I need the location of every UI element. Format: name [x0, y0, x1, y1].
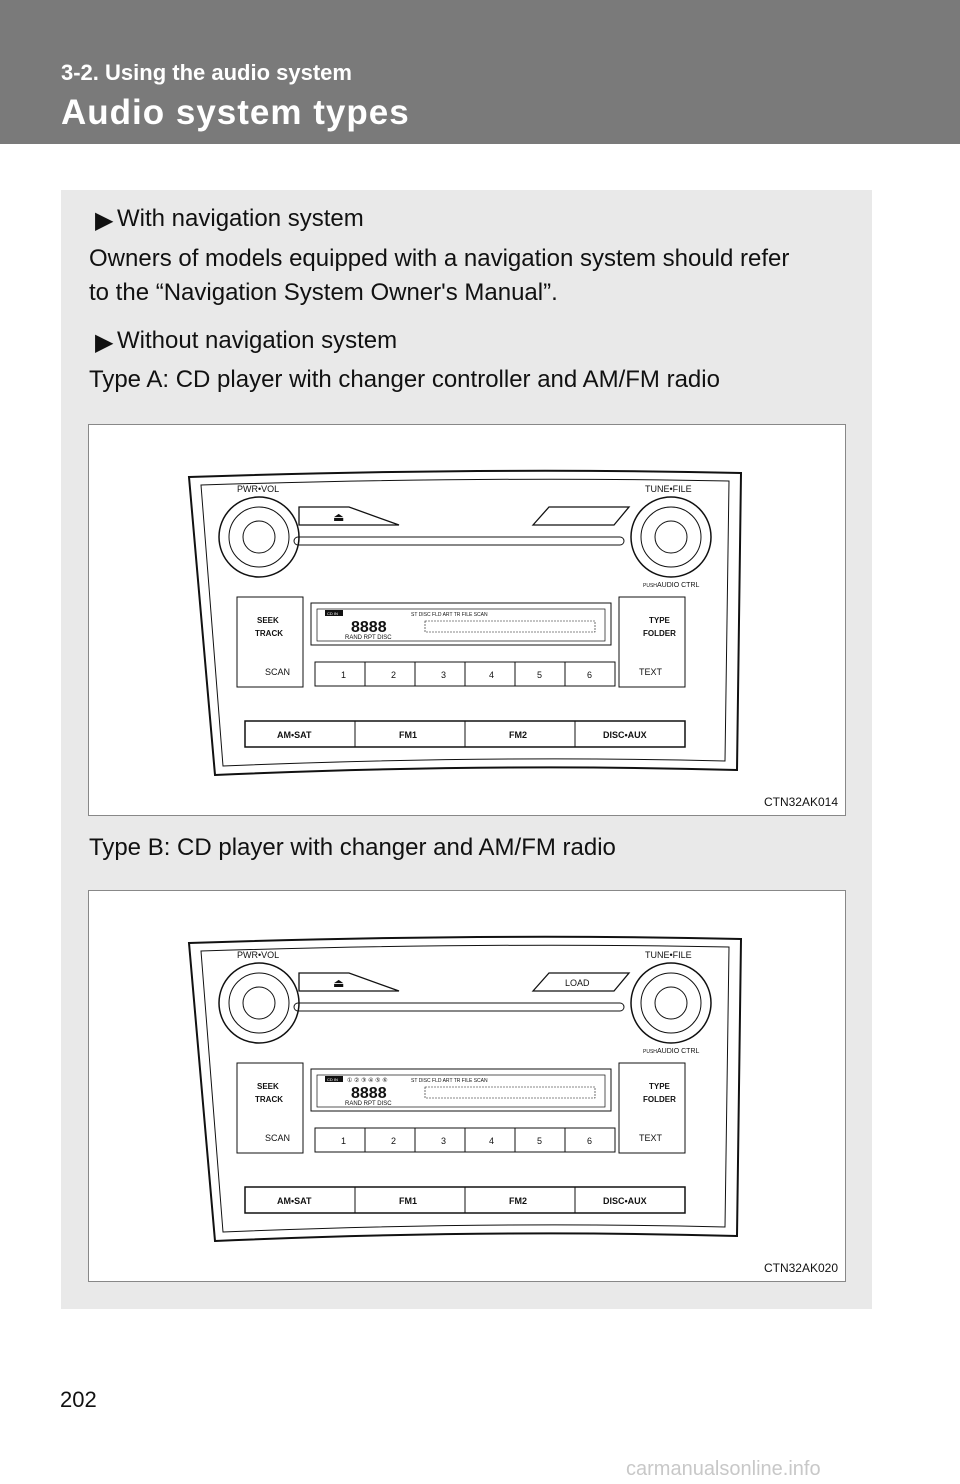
type-a-caption: Type A: CD player with changer controlle… — [89, 366, 720, 393]
seek-label: SEEK — [257, 1082, 279, 1091]
track-label: TRACK — [255, 629, 283, 638]
pwr-vol-label: PWR•VOL — [237, 950, 279, 960]
band-disc-aux: DISC•AUX — [603, 730, 647, 740]
audio-ctrl-label: AUDIO CTRL — [657, 1048, 700, 1055]
lcd-bottom-label: RAND RPT DISC — [345, 1101, 392, 1107]
band-fm1: FM1 — [399, 1196, 417, 1206]
audio-ctrl-label: AUDIO CTRL — [657, 582, 700, 589]
preset-1: 1 — [341, 1136, 346, 1146]
text-label: TEXT — [639, 1133, 663, 1143]
band-fm2: FM2 — [509, 1196, 527, 1206]
item1-text-line2: to the “Navigation System Owner's Manual… — [89, 279, 558, 306]
page-title: Audio system types — [61, 93, 410, 132]
item2-heading: Without navigation system — [117, 327, 398, 354]
scan-label: SCAN — [265, 667, 290, 677]
section-title: 3-2. Using the audio system — [61, 60, 352, 85]
svg-text:⏏: ⏏ — [333, 976, 344, 990]
figure-a-code: CTN32AK014 — [763, 795, 838, 809]
band-fm1: FM1 — [399, 730, 417, 740]
lcd-top-label: ST DISC FLD ART TR FILE SCAN — [411, 612, 488, 618]
folder-label: FOLDER — [643, 629, 676, 638]
load-label: LOAD — [565, 978, 590, 988]
cd-in-label: CD IN — [327, 1077, 338, 1082]
folder-label: FOLDER — [643, 1095, 676, 1104]
preset-1: 1 — [341, 670, 346, 680]
figure-type-b: ⏏ LOAD PWR•VOL TUNE•FILE PUSH AUDIO CTRL… — [88, 890, 846, 1282]
bullet-arrow-icon: ▶ — [95, 329, 114, 356]
type-b-caption: Type B: CD player with changer and AM/FM… — [89, 834, 616, 861]
bullet-arrow-icon: ▶ — [95, 207, 114, 234]
text-label: TEXT — [639, 667, 663, 677]
preset-2: 2 — [391, 670, 396, 680]
watermark: carmanualsonline.info — [626, 1458, 821, 1480]
audio-unit-b-illustration: ⏏ LOAD PWR•VOL TUNE•FILE PUSH AUDIO CTRL… — [187, 935, 743, 1243]
type-label: TYPE — [649, 1082, 671, 1091]
seek-label: SEEK — [257, 616, 279, 625]
pwr-vol-label: PWR•VOL — [237, 484, 279, 494]
page-header: 3-2. Using the audio system Audio system… — [0, 0, 960, 144]
preset-4: 4 — [489, 1136, 494, 1146]
band-disc-aux: DISC•AUX — [603, 1196, 647, 1206]
figure-type-a: ⏏ PWR•VOL TUNE•FILE PUSH AUDIO CTRL SEEK… — [88, 424, 846, 816]
preset-6: 6 — [587, 670, 592, 680]
push-label: PUSH — [643, 583, 657, 589]
tune-file-label: TUNE•FILE — [645, 484, 692, 494]
lcd-bottom-label: RAND RPT DISC — [345, 635, 392, 641]
lcd-top-label: ST DISC FLD ART TR FILE SCAN — [411, 1078, 488, 1084]
svg-text:⏏: ⏏ — [333, 510, 344, 524]
svg-text:8888: 8888 — [351, 1085, 387, 1102]
preset-3: 3 — [441, 670, 446, 680]
type-label: TYPE — [649, 616, 671, 625]
cd-in-label: CD IN — [327, 611, 338, 616]
tune-file-label: TUNE•FILE — [645, 950, 692, 960]
preset-2: 2 — [391, 1136, 396, 1146]
preset-3: 3 — [441, 1136, 446, 1146]
svg-text:8888: 8888 — [351, 619, 387, 636]
preset-5: 5 — [537, 1136, 542, 1146]
track-label: TRACK — [255, 1095, 283, 1104]
preset-4: 4 — [489, 670, 494, 680]
item1-heading: With navigation system — [117, 205, 364, 232]
band-am-sat: AM•SAT — [277, 1196, 312, 1206]
band-am-sat: AM•SAT — [277, 730, 312, 740]
scan-label: SCAN — [265, 1133, 290, 1143]
svg-text:① ② ③ ④ ⑤ ⑥: ① ② ③ ④ ⑤ ⑥ — [347, 1077, 388, 1084]
preset-6: 6 — [587, 1136, 592, 1146]
preset-5: 5 — [537, 670, 542, 680]
band-fm2: FM2 — [509, 730, 527, 740]
push-label: PUSH — [643, 1049, 657, 1055]
figure-b-code: CTN32AK020 — [763, 1261, 838, 1275]
audio-unit-a-illustration: ⏏ PWR•VOL TUNE•FILE PUSH AUDIO CTRL SEEK… — [187, 469, 743, 777]
page-number: 202 — [60, 1387, 97, 1412]
item1-text-line1: Owners of models equipped with a navigat… — [89, 245, 790, 272]
